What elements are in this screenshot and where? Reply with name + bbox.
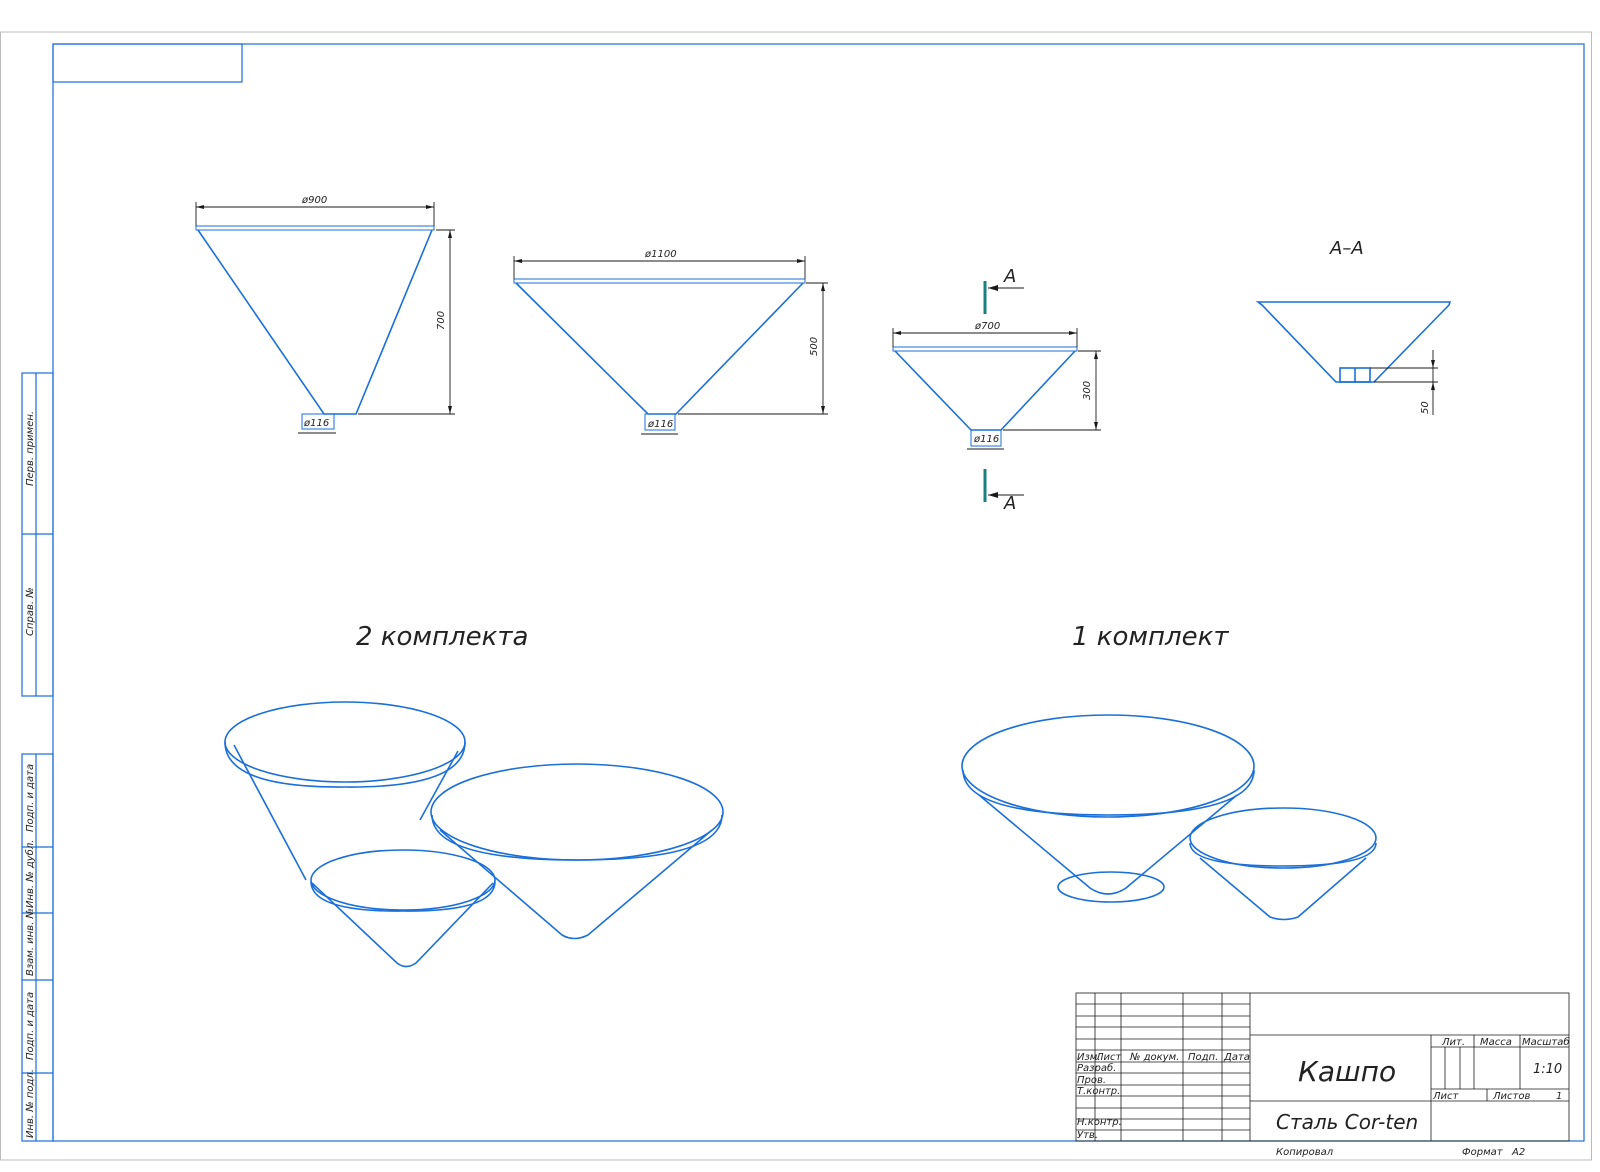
tb-prov: Пров. xyxy=(1077,1075,1106,1086)
cone2-bottom-dim: ø116 xyxy=(647,419,673,430)
section-mark-top: A xyxy=(1003,266,1016,287)
side-sprav-label: Справ. № xyxy=(25,587,36,636)
side-stamp: Перв. примен. Справ. № Подп. и дата Инв.… xyxy=(21,372,54,1142)
tb-format: A2 xyxy=(1511,1147,1525,1158)
drawing-frame xyxy=(52,43,1585,1142)
side-vzam-label: Взам. инв. № xyxy=(25,908,36,976)
tb-utv: Утв. xyxy=(1077,1130,1098,1141)
section-view-a-a: А–А 50 xyxy=(1255,238,1452,415)
section-title: А–А xyxy=(1329,238,1364,259)
iso-set-1 xyxy=(961,714,1377,921)
tb-lit: Лит. xyxy=(1441,1037,1465,1048)
side-inv-podl-label: Инв. № подл. xyxy=(25,1069,36,1138)
tb-list: Лист xyxy=(1095,1052,1123,1063)
tb-izm: Изм. xyxy=(1077,1052,1101,1063)
side-podp2-label: Подп. и дата xyxy=(25,992,36,1060)
tb-sheets: Листов xyxy=(1492,1091,1530,1102)
cone2-top-dim: ø1100 xyxy=(644,249,677,260)
set2-label: 2 комплекта xyxy=(356,622,528,652)
side-podp1-label: Подп. и дата xyxy=(25,764,36,832)
tb-name: Кашпо xyxy=(1298,1055,1396,1088)
cone3-bottom-dim: ø116 xyxy=(973,434,999,445)
top-left-stamp xyxy=(52,43,243,83)
tb-nkontr: Н.контр. xyxy=(1077,1117,1122,1128)
tb-sheet: Лист xyxy=(1432,1091,1460,1102)
tb-sign: Подп. xyxy=(1188,1052,1218,1063)
tb-doc: № докум. xyxy=(1129,1052,1179,1063)
section-mark-bottom: A xyxy=(1003,493,1016,514)
tb-copied: Копировал xyxy=(1276,1147,1334,1158)
tb-material: Сталь Cor-ten xyxy=(1276,1110,1418,1134)
cone-view-2: ø1100 500 ø116 xyxy=(513,249,828,435)
side-inv-dubl-label: Инв. № дубл. xyxy=(24,840,36,908)
tb-sheets-count: 1 xyxy=(1556,1091,1562,1102)
tb-format-label: Формат xyxy=(1462,1147,1504,1158)
tb-mass: Масса xyxy=(1480,1037,1512,1048)
cone1-bottom-dim: ø116 xyxy=(303,418,329,429)
cone2-height-dim: 500 xyxy=(809,337,820,356)
title-block: Изм. Лист № докум. Подп. Дата Разраб. Пр… xyxy=(1075,992,1570,1158)
tb-tkontr: Т.контр. xyxy=(1077,1086,1120,1097)
cone3-height-dim: 300 xyxy=(1082,381,1093,400)
set1-label: 1 комплект xyxy=(1072,622,1229,652)
tb-scale-value: 1:10 xyxy=(1533,1062,1562,1077)
section-dim: 50 xyxy=(1420,401,1431,414)
tb-razrab: Разраб. xyxy=(1077,1062,1116,1074)
sheet-outer-border xyxy=(0,31,1592,1161)
tb-date: Дата xyxy=(1223,1052,1250,1063)
side-perv-label: Перв. примен. xyxy=(25,411,36,486)
iso-set-2 xyxy=(224,701,724,968)
tb-scale-label: Масштаб xyxy=(1522,1036,1570,1048)
cone-view-1: ø900 700 ø116 xyxy=(195,195,455,434)
cone1-height-dim: 700 xyxy=(436,311,447,330)
cone-view-3: ø700 300 ø116 A A xyxy=(892,266,1101,514)
cone1-top-dim: ø900 xyxy=(301,195,327,206)
cone3-top-dim: ø700 xyxy=(974,321,1000,332)
